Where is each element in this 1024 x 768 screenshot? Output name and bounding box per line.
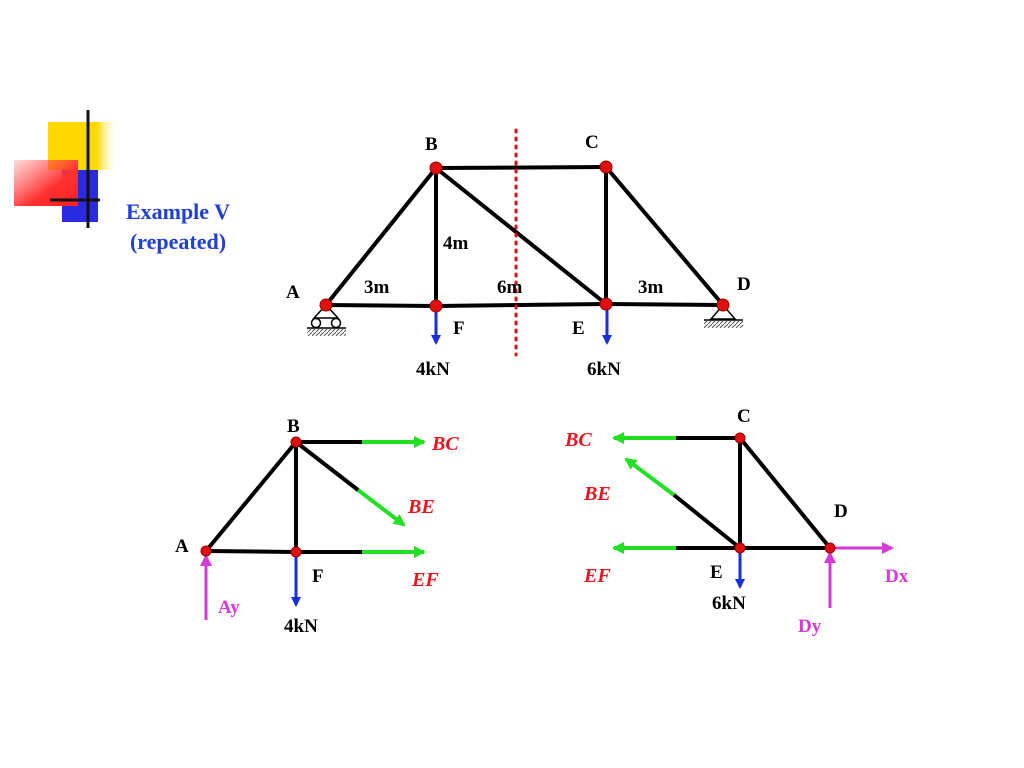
dimension-AF: 3m xyxy=(364,277,390,298)
right-joint-label-C: C xyxy=(737,406,751,427)
left-reaction-label-Ay: Ay xyxy=(218,597,240,618)
joint-label-E: E xyxy=(572,318,585,339)
left-load-label: 4kN xyxy=(284,616,318,637)
right-force-label-EF: EF xyxy=(583,565,611,587)
joint-D xyxy=(716,298,730,312)
left-joint-label-A: A xyxy=(175,536,189,557)
title-line-1: Example V xyxy=(125,199,231,224)
right-joint-label-D: D xyxy=(834,501,848,522)
member-FE xyxy=(434,302,608,308)
left-joint-label-B: B xyxy=(287,416,300,437)
joint-B xyxy=(429,161,443,175)
member-AB xyxy=(324,166,438,307)
member-BE xyxy=(434,166,608,306)
left-force-label-BE: BE xyxy=(407,496,435,518)
right-reaction-label-Dx: Dx xyxy=(885,566,909,587)
joint-label-A: A xyxy=(286,282,300,303)
joint-label-C: C xyxy=(585,132,599,153)
dimension-ED: 3m xyxy=(638,277,664,298)
left-force-label-BC: BC xyxy=(431,433,459,455)
right-load-label: 6kN xyxy=(712,593,746,614)
joint-label-B: B xyxy=(425,134,438,155)
load-label-F: 4kN xyxy=(416,359,450,380)
left-joint-label-F: F xyxy=(312,566,324,587)
force-arrow-BE-left xyxy=(356,488,406,527)
title-line-2: (repeated) xyxy=(129,229,227,254)
joint-label-F: F xyxy=(453,318,465,339)
joint-E xyxy=(599,297,613,311)
right-joint-label-E: E xyxy=(710,562,723,583)
force-arrow-BE-right xyxy=(624,457,676,497)
left-free-body: A B F BC BE EF Ay 4kN xyxy=(175,416,459,637)
right-free-body: C D E BC BE EF Dx Dy 6kN xyxy=(564,406,909,637)
member-BC xyxy=(434,165,608,170)
main-truss xyxy=(324,165,725,308)
dimension-FE: 6m xyxy=(497,277,523,298)
right-reaction-label-Dy: Dy xyxy=(798,616,822,637)
joint-A xyxy=(319,298,333,312)
pin-support-icon xyxy=(704,303,743,328)
dimension-height: 4m xyxy=(443,233,469,254)
decorative-corner-squares-icon xyxy=(14,110,118,228)
load-label-E: 6kN xyxy=(587,359,621,380)
joint-F xyxy=(429,299,443,313)
truss-joints xyxy=(319,160,730,313)
joint-C xyxy=(599,160,613,174)
member-ED xyxy=(604,302,725,307)
right-force-label-BE: BE xyxy=(583,483,611,505)
member-AF xyxy=(324,303,438,308)
member-CD xyxy=(604,165,725,307)
slide-title: Example V (repeated) xyxy=(108,197,248,257)
left-force-label-EF: EF xyxy=(411,569,439,591)
right-force-label-BC: BC xyxy=(564,429,592,451)
joint-label-D: D xyxy=(737,274,751,295)
